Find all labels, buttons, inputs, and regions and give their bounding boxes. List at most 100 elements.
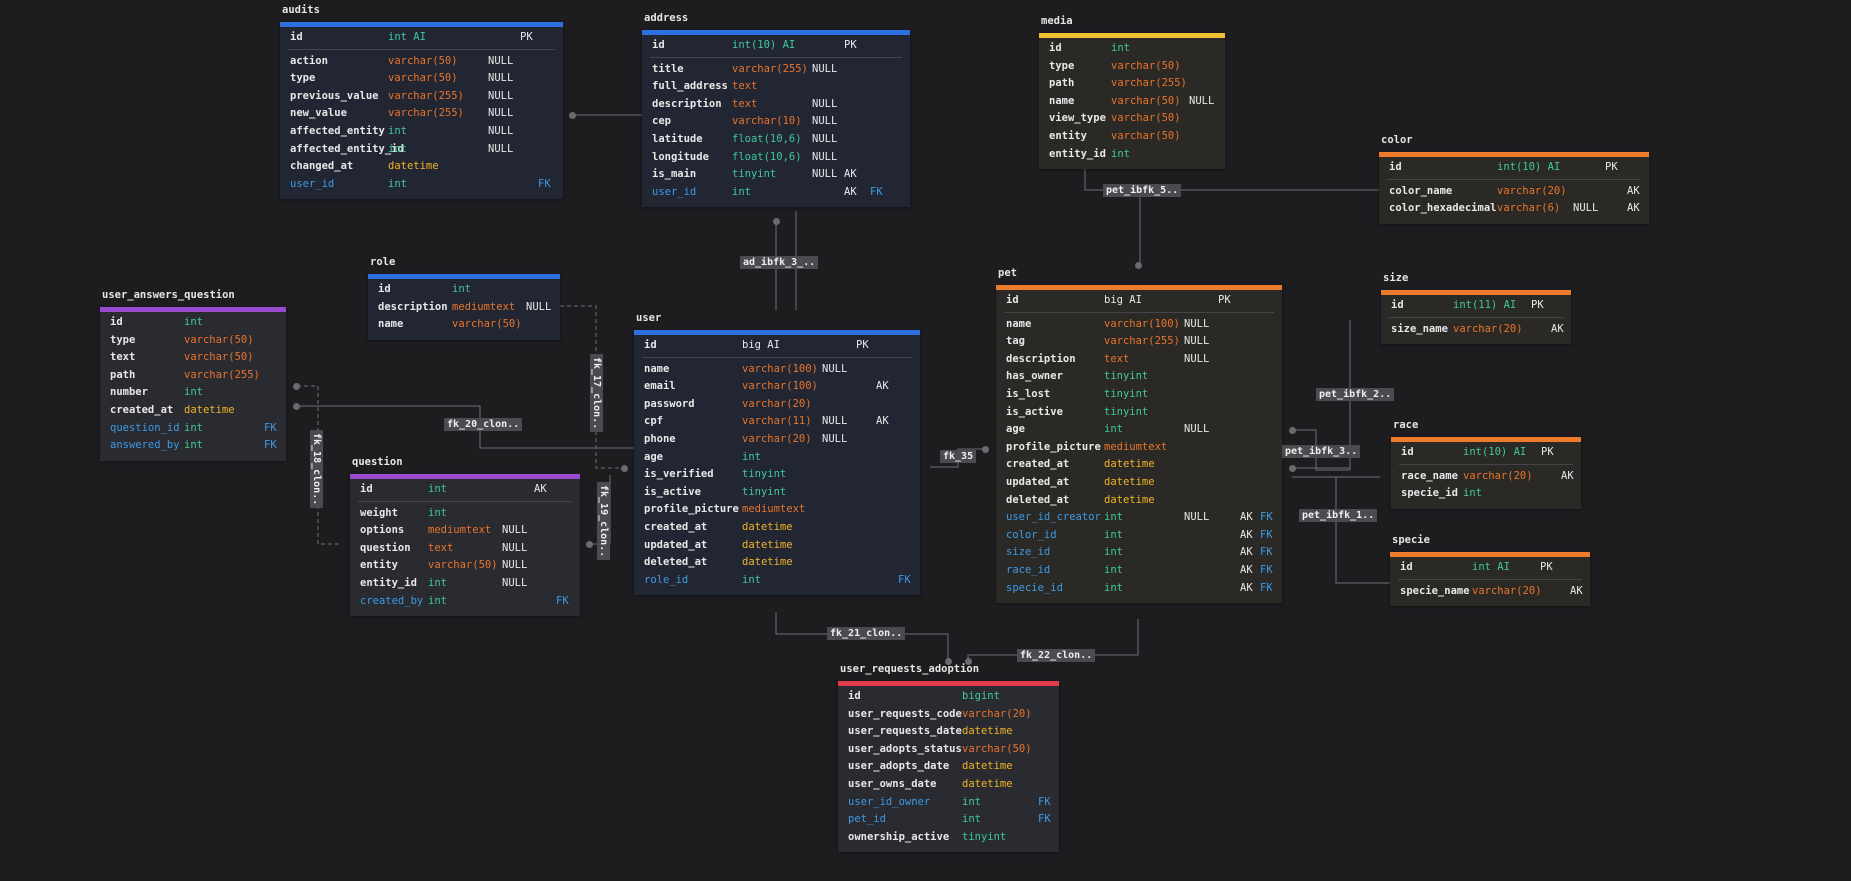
table-title[interactable]: user_answers_question: [102, 289, 235, 301]
table-title[interactable]: user: [636, 312, 662, 324]
table-title[interactable]: media: [1041, 15, 1073, 27]
connector-handle[interactable]: [585, 540, 593, 548]
table-title[interactable]: user_requests_adoption: [840, 663, 980, 675]
relationship-label[interactable]: fk_18_clon..: [310, 430, 323, 509]
relationship-line[interactable]: [1335, 477, 1390, 584]
connector-handle[interactable]: [981, 445, 989, 453]
relationship-label[interactable]: ad_ibfk_3_..: [740, 256, 819, 269]
connector-handle[interactable]: [944, 657, 952, 665]
relationship-label[interactable]: fk_19_clon..: [597, 482, 610, 561]
relationship-label[interactable]: fk_35: [940, 450, 977, 463]
relationship-line[interactable]: [1084, 165, 1141, 265]
table-title[interactable]: role: [370, 256, 396, 268]
table-title[interactable]: question: [352, 456, 403, 468]
connector-handle[interactable]: [1288, 464, 1296, 472]
table-title[interactable]: race: [1393, 419, 1419, 431]
connector-handle[interactable]: [292, 402, 300, 410]
connector-handle[interactable]: [292, 382, 300, 390]
connector-handle[interactable]: [964, 657, 972, 665]
connector-handle[interactable]: [772, 217, 780, 225]
connector-handle[interactable]: [620, 464, 628, 472]
relationship-label[interactable]: pet_ibfk_1..: [1299, 509, 1378, 522]
connector-handle[interactable]: [1288, 426, 1296, 434]
relationship-label[interactable]: fk_20_clon..: [444, 418, 523, 431]
table-title[interactable]: specie: [1392, 534, 1430, 546]
relationship-label[interactable]: pet_ibfk_3..: [1282, 445, 1361, 458]
table-title[interactable]: pet: [998, 267, 1017, 279]
